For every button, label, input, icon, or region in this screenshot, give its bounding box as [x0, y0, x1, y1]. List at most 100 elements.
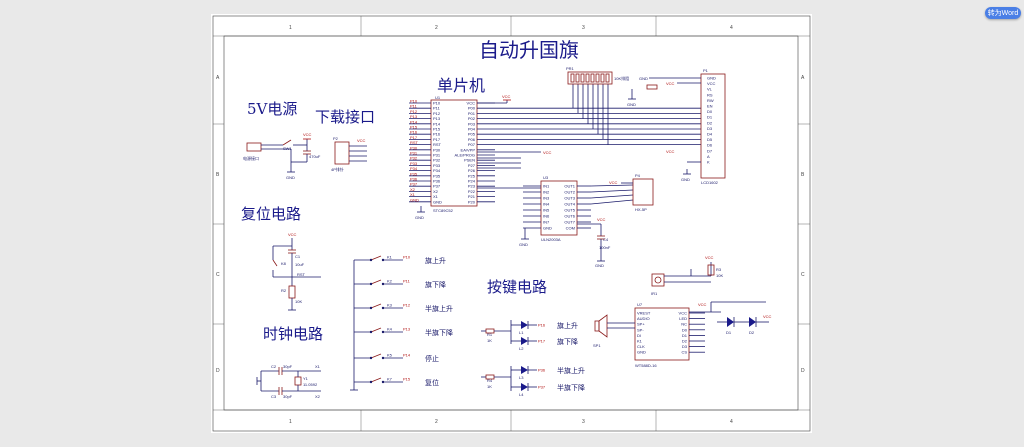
mcu-left-pin: P17 — [433, 137, 441, 142]
driver-part: ULN2003A — [541, 237, 561, 242]
mcu-right-pin: VCC — [467, 101, 476, 106]
led-icon — [521, 383, 528, 391]
button-label: 半旗上升 — [425, 304, 453, 313]
mcu-ref: U1 — [435, 95, 441, 100]
led-ref: L2 — [519, 346, 524, 351]
border-row-a-right: A — [801, 75, 805, 81]
button-ref: K2 — [387, 279, 393, 284]
lcd-vcc-label: VCC — [666, 81, 675, 86]
border-col-3: 3 — [582, 25, 585, 31]
border-row-a: A — [216, 75, 220, 81]
power-vcc-label: VCC — [303, 132, 312, 137]
mcu-vcc-label: VCC — [502, 94, 511, 99]
driver-input-pin: IN6 — [543, 214, 550, 219]
mcu-left-net: P30 — [410, 145, 418, 150]
mcu-right-pin: P25 — [468, 173, 476, 178]
mcu-right-pin: P22 — [468, 189, 476, 194]
driver-output-pin: OUT1 — [564, 184, 575, 189]
led-label: 半旗下降 — [557, 383, 585, 392]
c4-vcc-label: VCC — [597, 217, 606, 222]
ir-vcc-label: VCC — [705, 255, 714, 260]
driver-input-pin: IN1 — [543, 184, 550, 189]
voice-part: WT588D-16 — [635, 363, 657, 368]
voice-module-u7: U7 WT588D-16 VRESTAUDIOSP+SP-DIK1CLKGNDV… — [634, 302, 705, 368]
led-label: 旗上升 — [557, 321, 578, 330]
lcd-pin: RW — [707, 98, 714, 103]
mcu-left-pin: X1 — [433, 194, 439, 199]
led-res-1-val: 1K — [487, 338, 492, 343]
button-ref: K5 — [387, 353, 393, 358]
led-label: 半旗上升 — [557, 366, 585, 375]
led-icon — [521, 321, 528, 329]
driver-output-pin: OUT4 — [564, 202, 575, 207]
lcd-gnd-label: GND — [639, 76, 648, 81]
button-label: 复位 — [425, 378, 439, 387]
voice-left-pin: CLK — [637, 344, 645, 349]
border-row-c-right: C — [801, 272, 805, 278]
button-label: 旗下降 — [425, 280, 446, 289]
mcu-left-pin: P34 — [433, 168, 441, 173]
voice-left-pin: SP+ — [637, 322, 645, 327]
button-ref: K1 — [387, 255, 393, 260]
lcd-pin: D6 — [707, 143, 713, 148]
button-label: 旗上升 — [425, 256, 446, 265]
button-ref: K7 — [387, 377, 393, 382]
clock-c3-val: 30pF — [283, 394, 293, 399]
border-col-1-bottom: 1 — [289, 419, 292, 425]
led-net: P37 — [538, 385, 546, 390]
power-gnd-label: GND — [286, 175, 295, 180]
button-net: P15 — [403, 377, 411, 382]
voice-right-pin: D3 — [682, 344, 688, 349]
convert-to-word-button[interactable]: 转为Word — [985, 7, 1021, 19]
mcu-part: STC89C52 — [433, 208, 454, 213]
voice-left-pin: GND — [637, 350, 646, 355]
button-ref: K3 — [387, 303, 393, 308]
clock-c3-ref: C3 — [271, 394, 277, 399]
voice-left-pin: SP- — [637, 327, 644, 332]
mcu-right-pin: P01 — [468, 111, 476, 116]
reset-cap-ref: C1 — [295, 254, 301, 259]
mcu-left-pin: RST — [433, 142, 442, 147]
lcd-pin: D4 — [707, 132, 713, 137]
diodes: D1 D2 VCC VCC — [689, 301, 772, 335]
mcu-gnd-label: GND — [415, 215, 424, 220]
p2-part: 4P排针 — [331, 166, 344, 172]
mcu-left-pin: P10 — [433, 101, 441, 106]
voice-right-pin: CS — [681, 350, 687, 355]
led-ref: L3 — [519, 375, 524, 380]
mcu-left-pin: P15 — [433, 127, 441, 132]
driver-u3: U3 ULN2003A IN1IN2IN3IN4IN5IN6IN7GNDOUT1… — [523, 175, 634, 242]
reset-cap-val: 10uF — [295, 262, 305, 267]
driver-input-pin: IN7 — [543, 220, 550, 225]
reset-net: RST — [297, 272, 306, 277]
mcu-left-pin: P16 — [433, 132, 441, 137]
mcu-right-pin: EA/VPP — [461, 147, 476, 152]
driver-output-pin: COM — [566, 226, 575, 231]
clock-xtal-ref: Y1 — [303, 376, 309, 381]
ir-receiver: IR1 R3 10K VCC — [651, 255, 723, 296]
mcu-left-net: X1 — [410, 192, 416, 197]
lcd-a-vcc-label: VCC — [666, 149, 675, 154]
mcu-right-pin: P24 — [468, 179, 476, 184]
mcu-right-pin: P02 — [468, 116, 476, 121]
reset-key-ref: K8 — [281, 261, 287, 266]
voice-right-pin: D1 — [682, 333, 688, 338]
section-power: 5V电源 — [247, 100, 297, 118]
lcd-pin: EN — [707, 104, 713, 109]
mcu-right-pin: P07 — [468, 142, 476, 147]
mcu-right-pin: ALE/PROG — [455, 153, 475, 158]
lcd-pin: D0 — [707, 109, 713, 114]
mcu-right-pin: P20 — [468, 199, 476, 204]
clock-c2-ref: C2 — [271, 364, 277, 369]
mcu-left-net: P17 — [410, 135, 418, 140]
ir-res-ref: R3 — [716, 267, 722, 272]
lcd-pin: D3 — [707, 126, 713, 131]
ir-res-val: 10K — [716, 273, 723, 278]
mcu-left-net: P16 — [410, 130, 418, 135]
led-label: 旗下降 — [557, 337, 578, 346]
border-col-3-bottom: 3 — [582, 419, 585, 425]
lcd-pin: D2 — [707, 120, 713, 125]
led-net: P36 — [538, 368, 546, 373]
lcd-ref: P1 — [703, 68, 709, 73]
mcu-left-pin: P31 — [433, 153, 441, 158]
